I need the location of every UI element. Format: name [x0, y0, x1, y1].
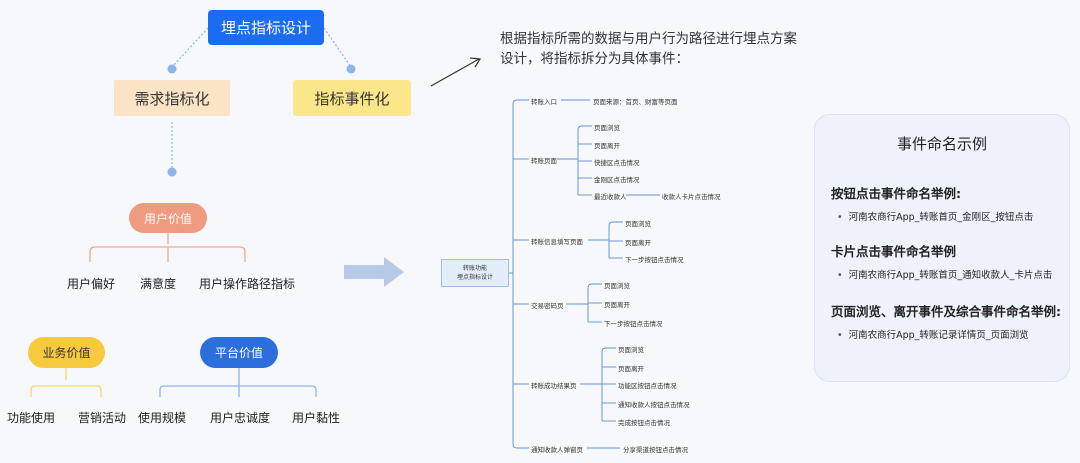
mindmap-root: 转账功能 埋点指标设计 — [441, 259, 509, 287]
mindmap-leaf: 功能区按钮点击情况 — [618, 382, 677, 390]
platform-value-item: 用户黏性 — [292, 411, 341, 425]
mindmap-leaf: 完成按钮点击情况 — [618, 419, 670, 427]
card-section-heading: 按钮点击事件命名举例: — [831, 186, 961, 201]
mindmap-leaf: 页面来源：首页、财富等页面 — [593, 98, 678, 106]
naming-examples-card: 事件命名示例 按钮点击事件命名举例: • 河南农商行App_转账首页_金刚区_按钮… — [814, 114, 1070, 382]
title-node: 埋点指标设计 — [208, 10, 324, 45]
mindmap-leaf: 通知收款人按钮点击情况 — [618, 401, 690, 409]
user-value-item: 用户偏好 — [67, 277, 116, 291]
event-node: 指标事件化 — [293, 80, 411, 116]
mindmap-branch: 转账信息填写页面 — [531, 238, 583, 246]
user-value-pill: 用户价值 — [129, 203, 207, 233]
card-section-heading: 页面浏览、离开事件及综合事件命名举例: — [831, 304, 1061, 319]
bullet-icon: • — [837, 330, 843, 341]
user-value-item: 用户操作路径指标 — [199, 277, 296, 291]
mindmap-branch: 交易密码页 — [531, 302, 564, 310]
mindmap-leaf: 页面浏览 — [618, 346, 644, 354]
card-item-text: 河南农商行App_转账首页_通知收款人_卡片点击 — [848, 270, 1053, 281]
mindmap-leaf: 下一步按钮点击情况 — [604, 320, 663, 328]
card-section-item: • 河南农商行App_转账记录详情页_页面浏览 — [837, 327, 1029, 341]
mindmap-leaf: 页面浏览 — [604, 282, 630, 290]
mindmap-leaf: 最近收款人 — [594, 193, 627, 201]
bullet-icon: • — [837, 270, 843, 281]
mindmap-branch: 通知收款人弹窗页 — [531, 446, 583, 454]
card-section-item: • 河南农商行App_转账首页_金刚区_按钮点击 — [837, 209, 1033, 223]
user-value-item: 满意度 — [140, 277, 177, 291]
mindmap-branch: 转账入口 — [531, 98, 557, 106]
business-value-item: 营销活动 — [78, 411, 127, 425]
platform-value-item: 用户忠诚度 — [210, 411, 271, 425]
mindmap-leaf: 下一步按钮点击情况 — [625, 256, 684, 264]
mindmap-root-line: 埋点指标设计 — [456, 274, 493, 281]
mindmap-leaf: 快捷区点击情况 — [594, 159, 640, 167]
platform-value-pill: 平台价值 — [200, 337, 278, 368]
business-value-pill: 业务价值 — [28, 337, 105, 368]
description: 根据指标所需的数据与用户行为路径进行埋点方案 设计，将指标拆分为具体事件： — [500, 29, 830, 69]
mindmap-leaf: 页面浏览 — [625, 220, 651, 228]
mindmap-leaf: 页面离开 — [618, 365, 644, 373]
mindmap-leaf: 页面离开 — [625, 239, 651, 247]
mindmap-branch: 转账页面 — [531, 157, 557, 165]
card-item-text: 河南农商行App_转账记录详情页_页面浏览 — [848, 330, 1029, 341]
mindmap-root-line: 转账功能 — [462, 265, 487, 272]
mindmap-leaf: 页面离开 — [594, 142, 620, 150]
card-section-item: • 河南农商行App_转账首页_通知收款人_卡片点击 — [837, 267, 1052, 281]
mindmap-leaf: 收款人卡片点击情况 — [662, 193, 721, 201]
card-section-heading: 卡片点击事件命名举例 — [831, 244, 957, 259]
mindmap-leaf: 金刚区点击情况 — [594, 176, 640, 184]
mindmap-branch: 转账成功结果页 — [531, 382, 577, 390]
platform-value-item: 使用规模 — [138, 411, 187, 425]
bullet-icon: • — [837, 212, 843, 223]
description-line: 设计，将指标拆分为具体事件： — [500, 51, 689, 67]
mindmap-leaf: 页面浏览 — [594, 124, 620, 132]
mindmap-leaf: 分享渠道按钮点击情况 — [623, 446, 688, 454]
card-title: 事件命名示例 — [896, 135, 987, 153]
description-line: 根据指标所需的数据与用户行为路径进行埋点方案 — [500, 31, 797, 47]
mindmap-leaf: 页面离开 — [604, 301, 630, 309]
card-item-text: 河南农商行App_转账首页_金刚区_按钮点击 — [848, 212, 1034, 223]
requirement-node: 需求指标化 — [114, 80, 230, 116]
business-value-item: 功能使用 — [7, 411, 56, 425]
